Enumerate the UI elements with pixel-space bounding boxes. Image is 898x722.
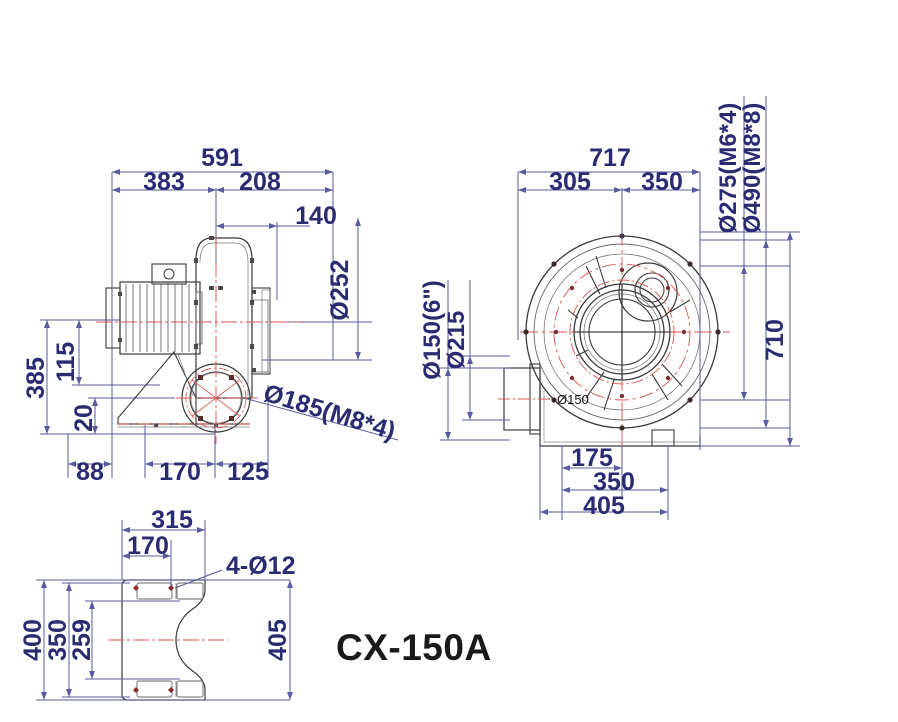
dim-dia185-m8x4: Ø185(M8*4) <box>260 379 398 446</box>
dim-405-front: 405 <box>583 492 625 520</box>
annotation-inlet-dia150: Ø150 <box>557 392 589 407</box>
base-view-dimension-labels: 315 170 400 350 259 405 4-Ø12 <box>19 506 295 661</box>
side-inlet-bolts <box>198 375 234 421</box>
dim-dia490-m8x8: Ø490(M8*8) <box>739 103 766 234</box>
dim-591: 591 <box>201 144 243 172</box>
front-view-crosshair <box>574 284 670 380</box>
dim-170-base: 170 <box>127 532 169 560</box>
dim-170: 170 <box>159 458 201 486</box>
dim-dia215: Ø215 <box>443 311 470 370</box>
dim-350-base: 350 <box>44 619 72 661</box>
dim-208: 208 <box>239 168 281 196</box>
dim-717: 717 <box>589 144 631 172</box>
dim-88: 88 <box>76 458 104 486</box>
dim-259: 259 <box>68 619 96 661</box>
dim-400: 400 <box>19 619 47 661</box>
dim-dia252: Ø252 <box>326 259 354 320</box>
dim-4xdia12: 4-Ø12 <box>226 552 295 580</box>
base-view-bolt-holes <box>133 585 174 693</box>
side-view-geometry <box>105 236 271 433</box>
side-view-dimension-labels: 591 383 208 140 Ø252 385 115 20 88 170 1… <box>22 144 399 486</box>
dim-140: 140 <box>295 202 337 230</box>
dimension-network-front <box>440 96 800 520</box>
dim-405-base: 405 <box>264 619 292 661</box>
front-view-dimension-labels: 717 305 350 Ø275(M6*4) Ø490(M8*8) 710 Ø1… <box>419 103 789 520</box>
front-view-inner-bolts <box>553 267 687 399</box>
dim-dia275-m6x4: Ø275(M6*4) <box>715 103 742 234</box>
dim-20: 20 <box>70 404 98 432</box>
dim-dia150-6in: Ø150(6") <box>419 280 446 379</box>
front-view-geometry <box>503 235 719 447</box>
dim-305: 305 <box>549 168 591 196</box>
dim-115: 115 <box>52 342 80 382</box>
dim-385: 385 <box>22 357 50 399</box>
model-label: CX-150A <box>336 627 492 668</box>
side-inlet-bolt-circle <box>185 367 247 429</box>
front-view-centerlines <box>498 228 730 450</box>
dim-710: 710 <box>761 319 789 361</box>
dim-175: 175 <box>571 444 613 472</box>
dim-383: 383 <box>143 168 185 196</box>
dim-350-top: 350 <box>641 168 683 196</box>
dimension-network-base <box>36 520 293 701</box>
dim-125: 125 <box>227 458 269 486</box>
side-view-centerlines <box>96 236 300 444</box>
dim-315: 315 <box>151 506 193 534</box>
dim-350-bottom: 350 <box>593 468 635 496</box>
